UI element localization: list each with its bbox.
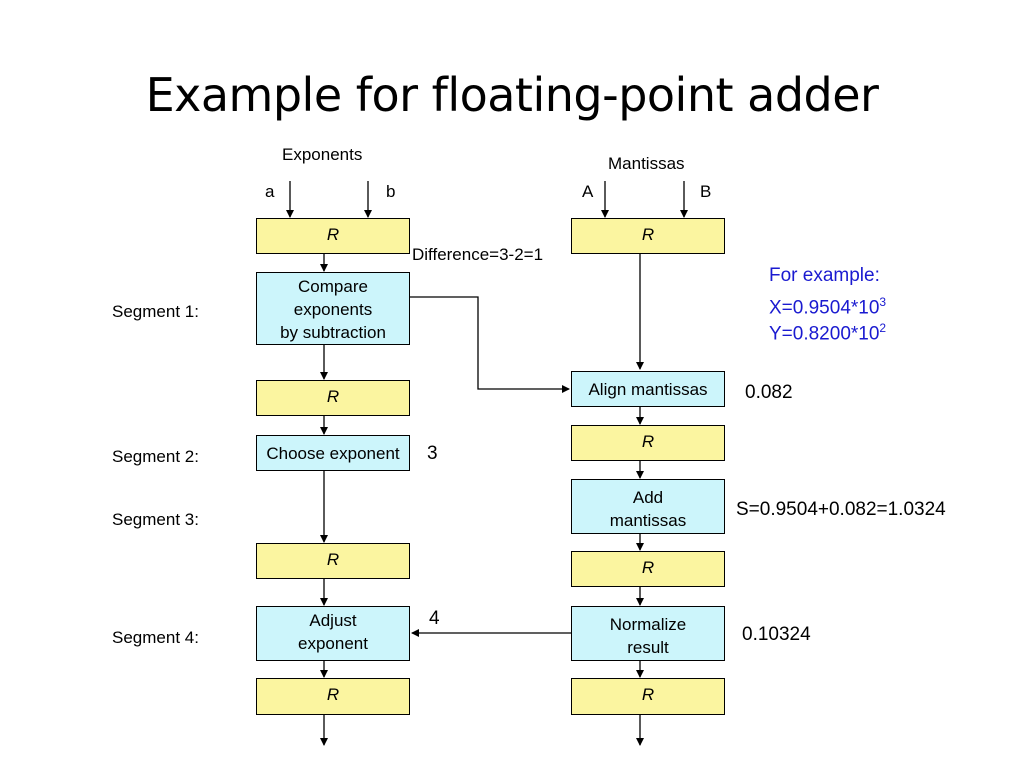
mantissas-header: Mantissas	[608, 154, 685, 173]
normalize-line-2: result	[627, 638, 669, 657]
input-a-label: a	[265, 182, 275, 201]
normalized-value: 0.10324	[742, 624, 811, 645]
add-line-2: mantissas	[609, 511, 687, 530]
example-heading: For example:	[769, 265, 880, 286]
input-b-label: b	[386, 182, 396, 201]
page-title: Example for floating-point adder	[145, 68, 879, 122]
example-y: Y=0.8200*102	[769, 321, 887, 345]
exponents-header: Exponents	[282, 145, 363, 164]
register-exp-1: R	[256, 218, 410, 254]
input-B-label: B	[700, 182, 712, 201]
compare-line-1: Compare	[298, 277, 368, 296]
align-mantissas-block: Align mantissas	[571, 371, 725, 407]
register-exp-3: R	[256, 543, 410, 579]
register-mant-4: R	[571, 678, 725, 715]
add-mantissas-block: Add mantissas	[571, 479, 725, 534]
chosen-exponent-value: 3	[427, 443, 438, 464]
adjust-line-1: Adjust	[309, 611, 357, 630]
normalize-line-1: Normalize	[609, 615, 687, 634]
input-A-label: A	[582, 182, 594, 201]
register-mant-1: R	[571, 218, 725, 254]
example-x: X=0.9504*103	[769, 295, 887, 319]
register-exp-2: R	[256, 380, 410, 416]
register-exp-4: R	[256, 678, 410, 715]
aligned-value: 0.082	[745, 382, 793, 403]
compare-line-2: exponents	[293, 300, 373, 319]
choose-exponent-block: Choose exponent	[256, 435, 410, 471]
segment-1-label: Segment 1:	[112, 302, 199, 321]
register-mant-3: R	[571, 551, 725, 587]
segment-4-label: Segment 4:	[112, 628, 199, 647]
compare-exponents-block: Compare exponents by subtraction	[256, 272, 410, 345]
difference-label: Difference=3-2=1	[412, 245, 544, 264]
register-mant-2: R	[571, 425, 725, 461]
compare-line-3: by subtraction	[280, 323, 386, 342]
adjusted-exponent-value: 4	[429, 608, 440, 629]
segment-3-label: Segment 3:	[112, 510, 199, 529]
adjust-line-2: exponent	[298, 634, 368, 653]
sum-value: S=0.9504+0.082=1.0324	[736, 499, 946, 520]
segment-2-label: Segment 2:	[112, 447, 199, 466]
adjust-exponent-block: Adjust exponent	[256, 606, 410, 661]
normalize-result-block: Normalize result	[571, 606, 725, 661]
add-line-1: Add	[632, 488, 664, 507]
arrow-difference-to-align	[410, 296, 570, 393]
